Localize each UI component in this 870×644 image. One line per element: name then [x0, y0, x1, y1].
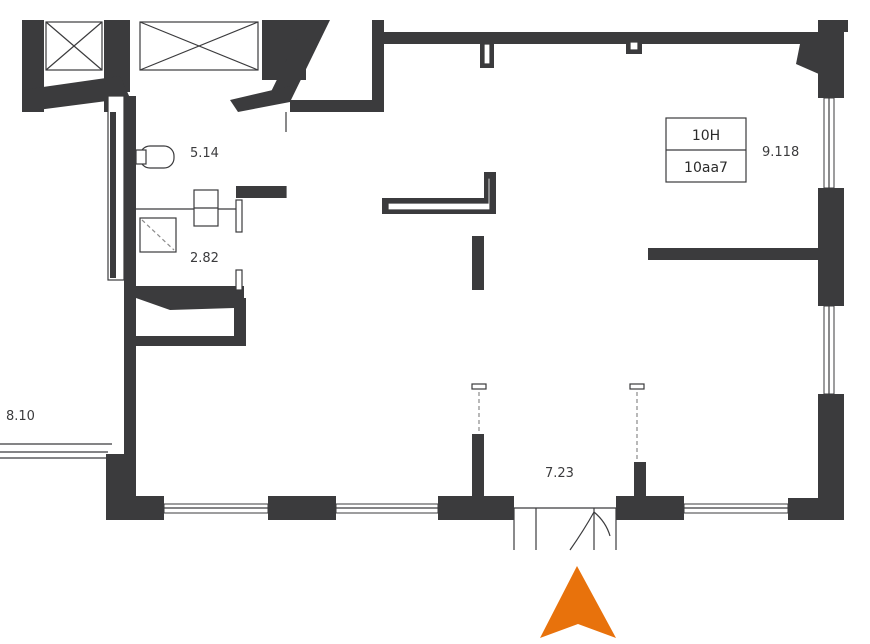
entrance-arrow-icon [540, 566, 616, 638]
windows [163, 97, 835, 514]
unit-id-box: 10H 10aa7 [665, 117, 747, 183]
main-hall-area-label: 7.23 [545, 466, 574, 481]
entrance-door [513, 507, 617, 551]
bathroom-block [107, 95, 287, 346]
top-left-shafts [22, 20, 330, 112]
shower-area-label: 2.82 [190, 251, 219, 266]
outer-walls [106, 20, 848, 520]
right-wall-mark: 9.118 [762, 145, 799, 160]
unit-number: 10H [692, 128, 720, 144]
unit-code: 10aa7 [684, 160, 728, 176]
bathroom-area-label: 5.14 [190, 146, 219, 161]
left-exterior [0, 443, 112, 459]
interior-partitions [382, 172, 818, 498]
outside-area-label: 8.10 [6, 409, 35, 424]
